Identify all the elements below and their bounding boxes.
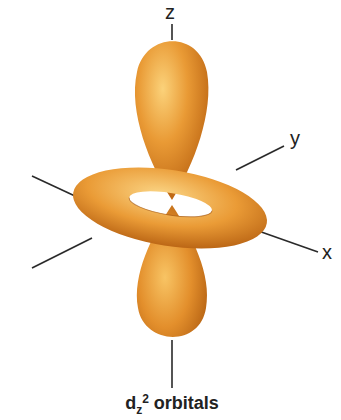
axis-label: z xyxy=(165,2,175,22)
torus xyxy=(67,155,272,261)
axis-label: x xyxy=(322,242,332,262)
caption: dz2 orbitals xyxy=(125,392,219,417)
axis-label: y xyxy=(290,128,300,148)
axis-lines xyxy=(32,24,318,388)
